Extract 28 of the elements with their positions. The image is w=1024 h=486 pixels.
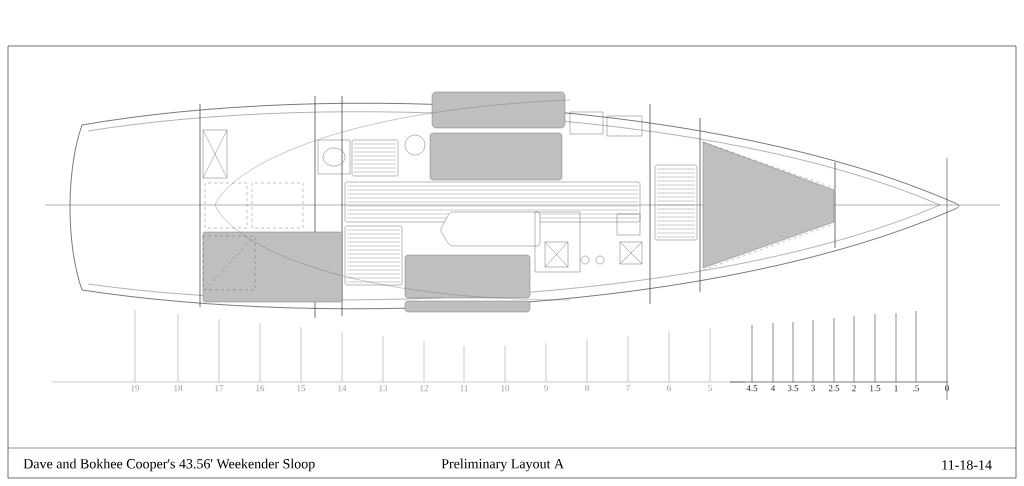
title-text: 11-18-14 xyxy=(942,460,992,470)
station-number: 18 xyxy=(174,385,183,392)
station-number: .5 xyxy=(913,385,920,392)
station-number: 12 xyxy=(420,385,428,392)
station-number: 2.5 xyxy=(828,385,840,392)
title-text: Dave and Bokhee Cooper's 43.56' Weekender Sloop xyxy=(23,458,315,472)
station-number: 9 xyxy=(544,385,548,392)
station-number: 17 xyxy=(215,385,224,392)
station-number: 15 xyxy=(297,385,306,392)
station-number: 3.5 xyxy=(787,385,799,392)
station-number: 4.5 xyxy=(746,385,758,392)
station-number: 19 xyxy=(131,385,140,392)
station-number: 8 xyxy=(585,385,589,392)
station-number: 6 xyxy=(667,385,671,392)
station-number: 4 xyxy=(770,385,776,392)
station-number: 10 xyxy=(501,385,510,392)
station-number: 11 xyxy=(460,385,468,392)
station-number: 14 xyxy=(338,385,347,392)
station-number: 1.5 xyxy=(870,385,881,392)
station-number: 1 xyxy=(894,385,898,392)
station-number: 5 xyxy=(708,385,712,392)
station-number: 13 xyxy=(379,385,388,392)
station-number: 2 xyxy=(852,385,856,392)
title-text: Preliminary Layout A xyxy=(441,458,564,472)
station-number: 3 xyxy=(811,385,815,392)
station-number: 0 xyxy=(945,385,949,392)
station-number: 16 xyxy=(256,385,265,392)
station-number: 7 xyxy=(626,385,630,392)
